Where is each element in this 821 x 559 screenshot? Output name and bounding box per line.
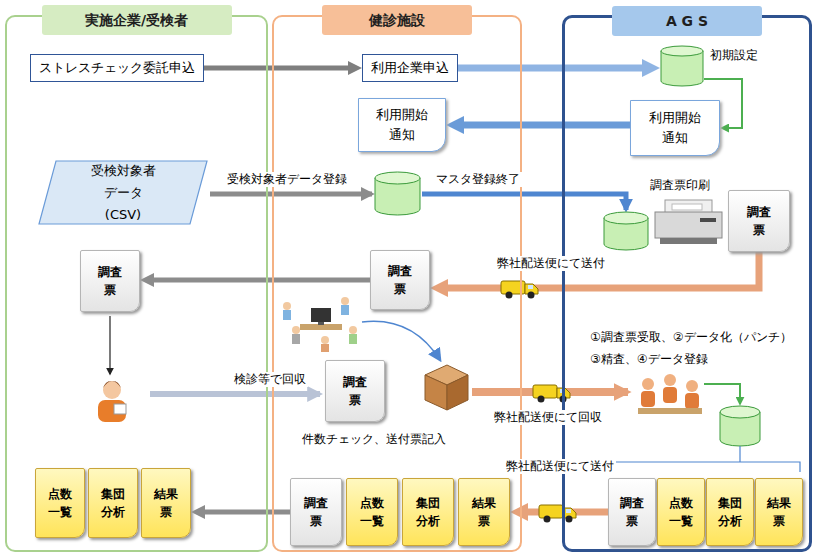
lane-header: 実施企業/受検者 — [42, 5, 232, 35]
node-text: 点数 一覧 — [669, 494, 693, 530]
node-text: 点数 一覧 — [360, 494, 384, 530]
database-icon — [720, 406, 760, 446]
annotation: 検診等で回収 — [232, 372, 308, 387]
annotation: ①調査票受取、②データ化（パンチ） — [588, 330, 794, 345]
node-text: 利用開始 通知 — [376, 105, 428, 145]
flow-arrow — [458, 65, 649, 72]
master-arrow — [422, 194, 626, 210]
swimlane: A G S初期設定利用開始 通知調査 票調査 票点数 一覧集団 分析結果 票 — [562, 15, 812, 552]
report-document: 結果 票 — [141, 468, 191, 538]
form-document: 調査 票 — [80, 250, 140, 312]
database-cylinder: 初期設定 — [660, 45, 704, 87]
report-document: 結果 票 — [458, 478, 510, 546]
node-text: ストレスチェック委託申込 — [39, 55, 195, 81]
cylinder-outline — [660, 45, 704, 87]
form-document: 調査 票 — [728, 190, 790, 252]
annotation: マスタ登録終了 — [434, 172, 522, 187]
node-text: 点数 一覧 — [48, 485, 72, 521]
staff-icons — [638, 374, 702, 414]
collect-arrow — [150, 394, 320, 395]
swimlane: 健診施設利用企業申込利用開始 通知調査 票調査 票調査 票点数 一覧集団 分析結… — [272, 15, 522, 552]
node-text: 受検対象者 データ(CSV) — [91, 160, 156, 226]
annotation: 件数チェック、送付票記入 — [300, 432, 448, 447]
lane-header: A G S — [612, 6, 762, 36]
node-text: 利用開始 通知 — [649, 108, 701, 148]
lane-header: 健診施設 — [322, 5, 472, 35]
report-document: 結果 票 — [755, 478, 803, 546]
flow-arrow — [148, 278, 370, 283]
curved-arrow — [362, 321, 440, 360]
flow-arrow — [441, 252, 759, 288]
database-icon — [604, 212, 648, 250]
report-document: 集団 分析 — [706, 478, 754, 546]
report-document: 集団 分析 — [402, 478, 454, 546]
report-document: 点数 一覧 — [657, 478, 705, 546]
node-text: 結果 票 — [472, 494, 496, 530]
cardboard-box — [425, 365, 468, 410]
report-document: 集団 分析 — [88, 468, 138, 538]
bracket — [614, 446, 800, 472]
swimlane: 実施企業/受検者ストレスチェック委託申込受検対象者 データ(CSV)調査 票点数… — [5, 15, 268, 552]
node-text: 調査 票 — [343, 373, 367, 409]
delivery-truck — [501, 281, 538, 299]
annotation: 弊社配送便にて回収 — [492, 410, 604, 425]
delivery-truck — [539, 505, 576, 523]
node-text: 調査 票 — [388, 262, 412, 298]
annotation: ③精査、④データ登録 — [588, 352, 710, 367]
node-text: 集団 分析 — [718, 494, 742, 530]
process-box: 利用企業申込 — [362, 54, 458, 82]
flow-arrow — [457, 122, 630, 129]
node-text: 結果 票 — [154, 485, 178, 521]
annotation: 調査票印刷 — [648, 178, 712, 193]
data-parallelogram: 受検対象者 データ(CSV) — [38, 160, 208, 225]
printer-icon — [655, 200, 722, 244]
form-document: 調査 票 — [608, 478, 656, 546]
node-text: 結果 票 — [767, 494, 791, 530]
notice-document: 利用開始 通知 — [630, 100, 720, 156]
process-box: ストレスチェック委託申込 — [30, 54, 204, 82]
annotation: 受検対象者データ登録 — [225, 172, 349, 187]
flow-arrow — [204, 66, 354, 71]
form-document: 調査 票 — [325, 360, 385, 422]
node-text: 利用企業申込 — [371, 55, 449, 81]
node-text: 初期設定 — [710, 47, 758, 64]
report-document: 点数 一覧 — [346, 478, 398, 546]
registration-arrow — [210, 194, 372, 195]
node-text: 集団 分析 — [101, 485, 125, 521]
report-document: 点数 一覧 — [35, 468, 85, 538]
leader-arrow — [110, 316, 111, 374]
node-text: 調査 票 — [620, 494, 644, 530]
form-document: 調査 票 — [370, 250, 430, 310]
node-text: 調査 票 — [98, 263, 122, 299]
node-text: 調査 票 — [747, 203, 771, 239]
database-icon — [375, 172, 420, 215]
edge-label: 弊社配送便にて送付 — [495, 256, 607, 271]
form-document: 調査 票 — [290, 478, 342, 546]
data-arrow — [704, 384, 740, 404]
person-icon — [98, 381, 126, 422]
meeting-illustration — [283, 297, 357, 352]
notice-document: 利用開始 通知 — [358, 98, 446, 152]
node-text: 集団 分析 — [416, 494, 440, 530]
node-text: 調査 票 — [304, 494, 328, 530]
flow-arrow — [199, 510, 290, 515]
